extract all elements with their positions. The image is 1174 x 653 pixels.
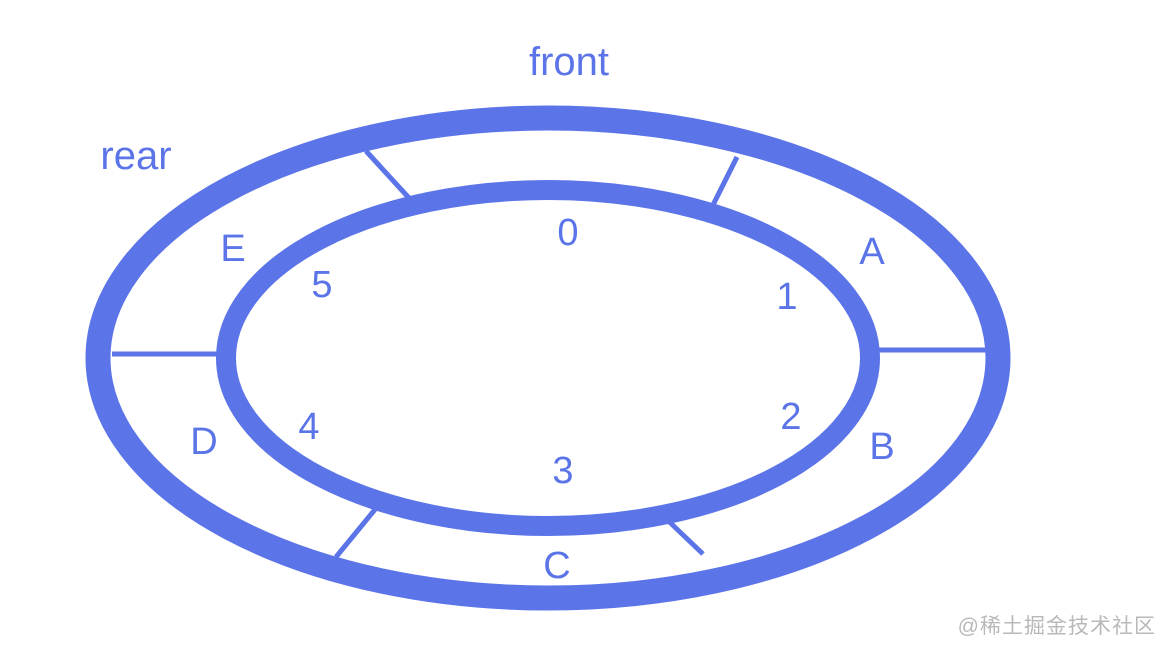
divider-top-left [364, 149, 411, 200]
index-label-3: 3 [552, 450, 574, 492]
divider-bottom-right [657, 510, 705, 556]
divider-bottom-left [334, 505, 379, 559]
outer-ring-ellipse [85, 105, 1011, 611]
slot-label-a: A [859, 231, 885, 273]
index-label-5: 5 [311, 264, 333, 306]
front-pointer-label: front [528, 40, 610, 84]
index-label-0: 0 [557, 212, 579, 254]
inner-ring-ellipse [216, 180, 880, 536]
watermark-text: @稀土掘金技术社区 [957, 615, 1156, 638]
divider-top-right [709, 155, 740, 209]
slot-label-b: B [869, 426, 895, 468]
index-label-2: 2 [780, 396, 802, 438]
slot-label-e: E [220, 228, 246, 270]
slot-label-d: D [190, 421, 218, 463]
slot-label-c: C [543, 545, 571, 587]
rear-pointer-label: rear [100, 134, 172, 178]
index-label-1: 1 [776, 276, 798, 318]
index-label-4: 4 [298, 406, 320, 448]
